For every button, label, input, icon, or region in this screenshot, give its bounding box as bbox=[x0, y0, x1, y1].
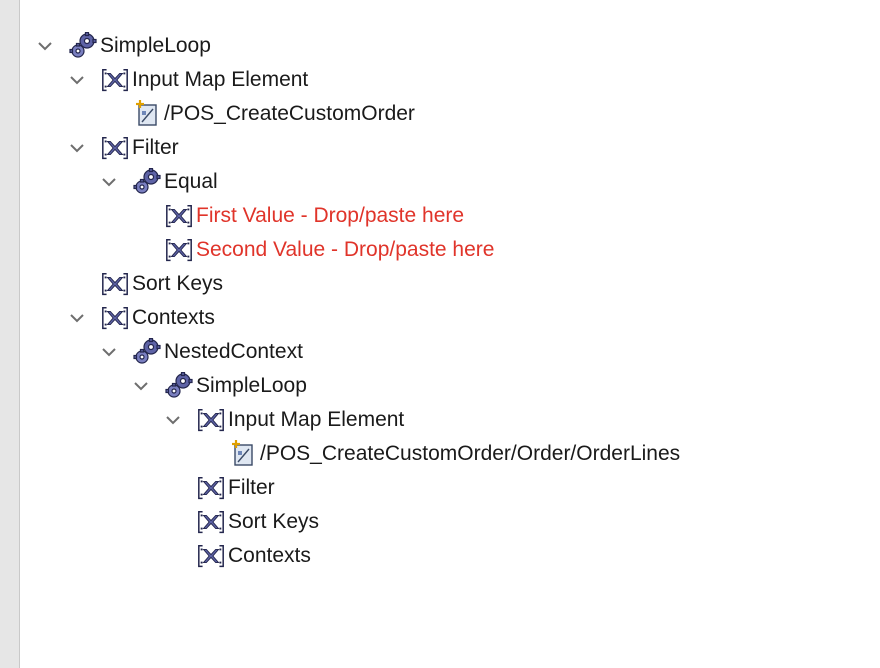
tree-node-label: Sort Keys bbox=[132, 272, 224, 295]
left-panel-edge bbox=[0, 0, 20, 668]
expand-chevron-icon[interactable] bbox=[98, 165, 120, 199]
mapping-icon bbox=[196, 508, 226, 536]
mapping-icon bbox=[196, 406, 226, 434]
tree-node-label: NestedContext bbox=[164, 340, 303, 363]
tree-node-label: Sort Keys bbox=[228, 510, 320, 533]
tree-node-simpleloop-nested[interactable]: SimpleLoop bbox=[164, 369, 307, 403]
tree-node-second-value-drop-target[interactable]: Second Value - Drop/paste here bbox=[164, 233, 494, 267]
tree-node-simpleloop[interactable]: SimpleLoop bbox=[68, 29, 211, 63]
tree-node-label: Filter bbox=[132, 136, 179, 159]
tree-node-label: /POS_CreateCustomOrder/Order/OrderLines bbox=[260, 442, 681, 465]
tree-node-sort-keys-nested[interactable]: Sort Keys bbox=[196, 505, 319, 539]
mapping-icon bbox=[100, 134, 130, 162]
gears-icon bbox=[164, 372, 194, 400]
tree-node-first-value-drop-target[interactable]: First Value - Drop/paste here bbox=[164, 199, 464, 233]
tree-node-label: SimpleLoop bbox=[100, 34, 211, 57]
tree-node-label: First Value - Drop/paste here bbox=[196, 204, 465, 227]
tree-node-label: Contexts bbox=[132, 306, 215, 329]
mapping-icon bbox=[100, 304, 130, 332]
tree-node-input-map-element-nested[interactable]: Input Map Element bbox=[196, 403, 404, 437]
tree-node-label: /POS_CreateCustomOrder bbox=[164, 102, 415, 125]
tree-node-filter-nested[interactable]: Filter bbox=[196, 471, 275, 505]
tree-node-sort-keys[interactable]: Sort Keys bbox=[100, 267, 223, 301]
tree-node-document-path[interactable]: /POS_CreateCustomOrder bbox=[132, 97, 415, 131]
gears-icon bbox=[132, 338, 162, 366]
mapping-icon bbox=[164, 202, 194, 230]
tree-node-contexts[interactable]: Contexts bbox=[100, 301, 215, 335]
tree-node-label: Filter bbox=[228, 476, 275, 499]
expand-chevron-icon[interactable] bbox=[66, 301, 88, 335]
tree-node-label: Equal bbox=[164, 170, 218, 193]
tree-node-label: Input Map Element bbox=[132, 68, 309, 91]
mapping-icon bbox=[100, 270, 130, 298]
tree-node-filter[interactable]: Filter bbox=[100, 131, 179, 165]
tree-node-label: Input Map Element bbox=[228, 408, 405, 431]
expand-chevron-icon[interactable] bbox=[98, 335, 120, 369]
tree-node-label: Second Value - Drop/paste here bbox=[196, 238, 495, 261]
expand-chevron-icon[interactable] bbox=[66, 63, 88, 97]
tree-node-label: SimpleLoop bbox=[196, 374, 307, 397]
document-icon bbox=[132, 100, 162, 128]
tree-node-contexts-nested[interactable]: Contexts bbox=[196, 539, 311, 573]
tree-node-label: Contexts bbox=[228, 544, 311, 567]
expand-chevron-icon[interactable] bbox=[162, 403, 184, 437]
expand-chevron-icon[interactable] bbox=[34, 29, 56, 63]
gears-icon bbox=[132, 168, 162, 196]
document-icon bbox=[228, 440, 258, 468]
mapping-icon bbox=[164, 236, 194, 264]
tree-node-nestedcontext[interactable]: NestedContext bbox=[132, 335, 303, 369]
tree-node-equal[interactable]: Equal bbox=[132, 165, 218, 199]
tree-node-document-path-nested[interactable]: /POS_CreateCustomOrder/Order/OrderLines bbox=[228, 437, 680, 471]
expand-chevron-icon[interactable] bbox=[66, 131, 88, 165]
expand-chevron-icon[interactable] bbox=[130, 369, 152, 403]
mapping-icon bbox=[196, 542, 226, 570]
mapping-icon bbox=[196, 474, 226, 502]
gears-icon bbox=[68, 32, 98, 60]
mapping-icon bbox=[100, 66, 130, 94]
tree-node-input-map-element[interactable]: Input Map Element bbox=[100, 63, 308, 97]
